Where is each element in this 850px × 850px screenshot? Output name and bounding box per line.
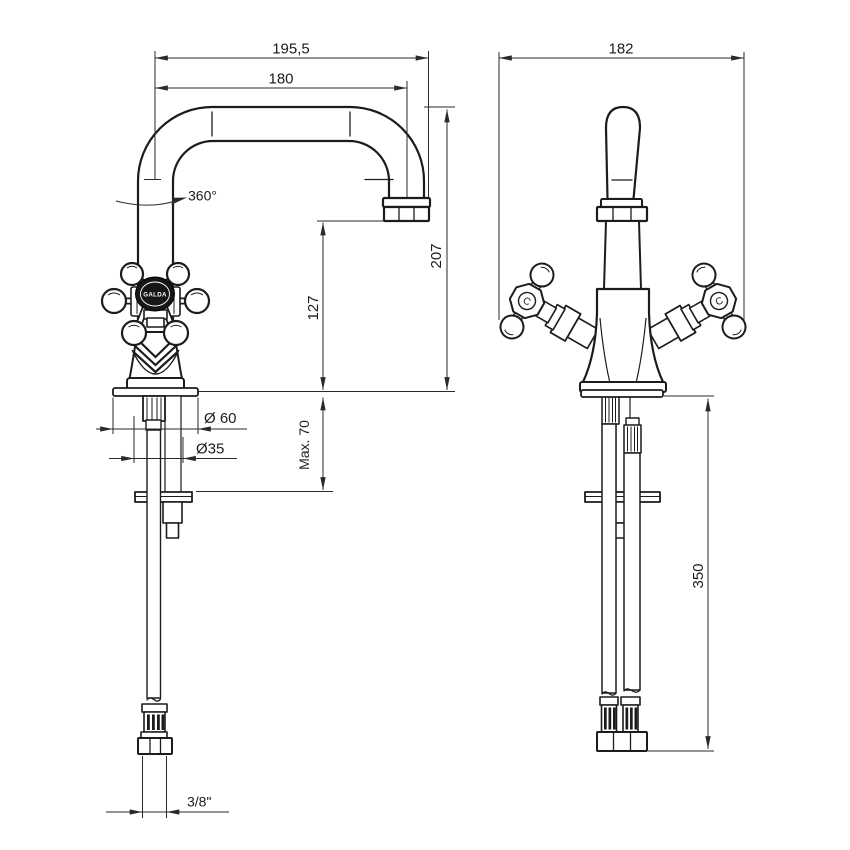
spout-front-outline bbox=[604, 105, 642, 201]
dim-max-deck-thickness: Max. 70 bbox=[196, 397, 333, 492]
below-deck-side bbox=[134, 395, 193, 755]
dim-total-height: 207 bbox=[424, 106, 455, 390]
handle-ball bbox=[120, 319, 148, 347]
supply-tube bbox=[146, 419, 162, 699]
dim-supply-hose-length: 350 bbox=[648, 395, 714, 752]
dim-mounting-hole-diameter: Ø35 bbox=[109, 416, 237, 463]
hose-break-squiggle bbox=[601, 691, 617, 696]
dim-label: Ø 60 bbox=[204, 410, 237, 427]
annotation-swivel-360: 360° bbox=[115, 188, 217, 206]
supply-hose bbox=[623, 452, 641, 691]
handle-hub-ring bbox=[517, 291, 537, 311]
below-deck-front bbox=[584, 395, 661, 752]
mounting-stud bbox=[164, 395, 182, 494]
connection-hex-nut bbox=[596, 731, 648, 752]
outlet-cap bbox=[381, 196, 432, 209]
medallion-ring bbox=[140, 281, 170, 307]
stud-nut bbox=[165, 522, 180, 539]
bell-chevron bbox=[136, 338, 175, 359]
left-handle-letter: C bbox=[521, 295, 533, 308]
hose-collar bbox=[599, 696, 619, 706]
handle-ball bbox=[119, 261, 145, 287]
dim-label: 182 bbox=[608, 41, 633, 58]
dim-spout-reach: 180 bbox=[155, 71, 408, 197]
dim-base-diameter: Ø 60 bbox=[96, 397, 247, 434]
outlet-cap bbox=[600, 198, 643, 208]
dim-outlet-height: 127 bbox=[305, 220, 384, 390]
hose-break-squiggle bbox=[623, 688, 641, 693]
supply-nipple bbox=[601, 395, 620, 425]
spout-lower-tube bbox=[603, 220, 642, 290]
bell-chevron bbox=[134, 345, 177, 367]
hose-break-squiggle bbox=[146, 697, 162, 702]
hose-collar bbox=[620, 696, 641, 706]
dim-overall-width: 182 bbox=[498, 41, 745, 320]
dim-label: Max. 70 bbox=[296, 420, 312, 470]
supply-hose bbox=[601, 423, 617, 694]
aerator-hex-nut bbox=[382, 205, 431, 223]
dim-label: 207 bbox=[428, 243, 445, 268]
aerator-hex-nut bbox=[595, 205, 649, 223]
shank-step bbox=[145, 419, 162, 431]
side-view: GALDA bbox=[96, 41, 455, 818]
dim-supply-connection: 3/8" bbox=[106, 756, 229, 818]
dim-label: 180 bbox=[268, 71, 293, 88]
hose-collar bbox=[141, 703, 168, 713]
deck-plate bbox=[112, 387, 199, 397]
stud-nut bbox=[162, 501, 183, 524]
dim-label: Ø35 bbox=[196, 441, 224, 458]
right-handle-letter: C bbox=[714, 295, 726, 308]
front-view: C C bbox=[498, 41, 747, 752]
dim-spout-reach-overall: 195,5 bbox=[144, 41, 429, 197]
handle-ball bbox=[162, 319, 190, 347]
supply-nipple bbox=[623, 424, 642, 454]
handle-neck bbox=[146, 317, 165, 328]
deck-plate bbox=[580, 389, 664, 398]
dim-label: 127 bbox=[305, 295, 322, 320]
handle-hub-ring bbox=[709, 291, 729, 311]
dim-label: 350 bbox=[690, 563, 707, 588]
threaded-shank bbox=[142, 395, 166, 422]
dim-label: 3/8" bbox=[187, 794, 211, 810]
bell-chevron bbox=[132, 351, 179, 374]
medallion-brand-text: GALDA bbox=[143, 292, 167, 299]
handle-ball bbox=[165, 261, 191, 287]
dim-label: 195,5 bbox=[272, 41, 310, 58]
right-cross-handle bbox=[646, 262, 747, 350]
faucet-body bbox=[580, 287, 666, 386]
front-cross-handle: GALDA bbox=[119, 261, 191, 380]
swivel-label: 360° bbox=[188, 188, 217, 204]
left-cross-handle bbox=[499, 262, 600, 350]
connection-hex-nut bbox=[137, 737, 173, 755]
